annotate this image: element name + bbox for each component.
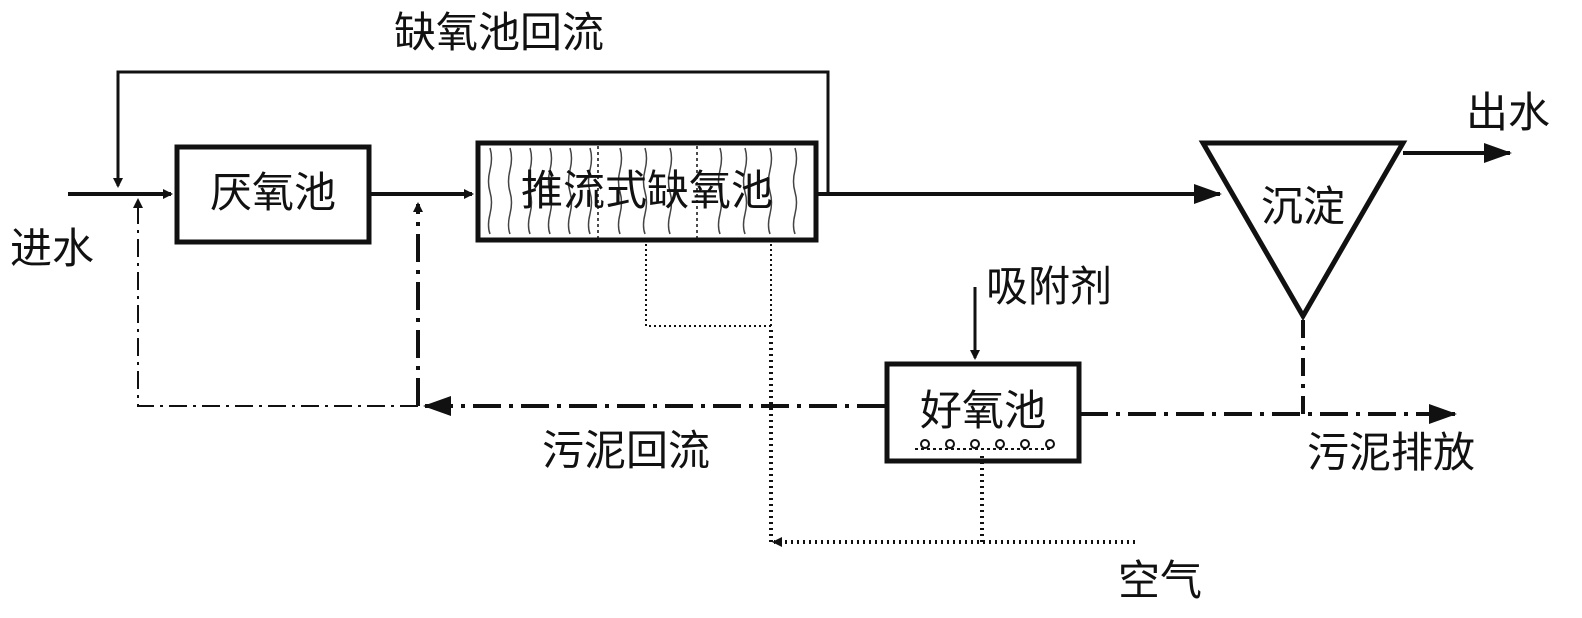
anoxic-tank-label: 推流式缺氧池: [520, 166, 773, 215]
aerobic-tank-box: [884, 361, 1082, 464]
sludge-return-branch-inflow: [133, 198, 418, 407]
inflow-label: 进水: [10, 224, 95, 273]
adsorbent-label: 吸附剂: [986, 262, 1113, 311]
anoxic-tank-box: [475, 140, 819, 243]
aeration-diffusers: [915, 439, 1055, 450]
anoxic-recycle-line: [113, 70, 830, 194]
settling-tank-label: 沉淀: [1260, 182, 1345, 231]
effluent-label: 出水: [1466, 88, 1551, 137]
anoxic-recycle-label: 缺氧池回流: [394, 8, 605, 57]
air-label: 空气: [1118, 556, 1203, 605]
sludge-return-label: 污泥回流: [542, 426, 711, 475]
sludge-discharge-label: 污泥排放: [1307, 428, 1476, 477]
settling-tank-triangle: [1198, 140, 1408, 321]
aerobic-tank-label: 好氧池: [919, 386, 1046, 435]
anoxic-tank-baffles: [487, 147, 798, 235]
anaerobic-tank-label: 厌氧池: [209, 168, 336, 217]
anaerobic-tank-box: [174, 144, 372, 245]
air-to-anoxic-line: [645, 243, 771, 327]
